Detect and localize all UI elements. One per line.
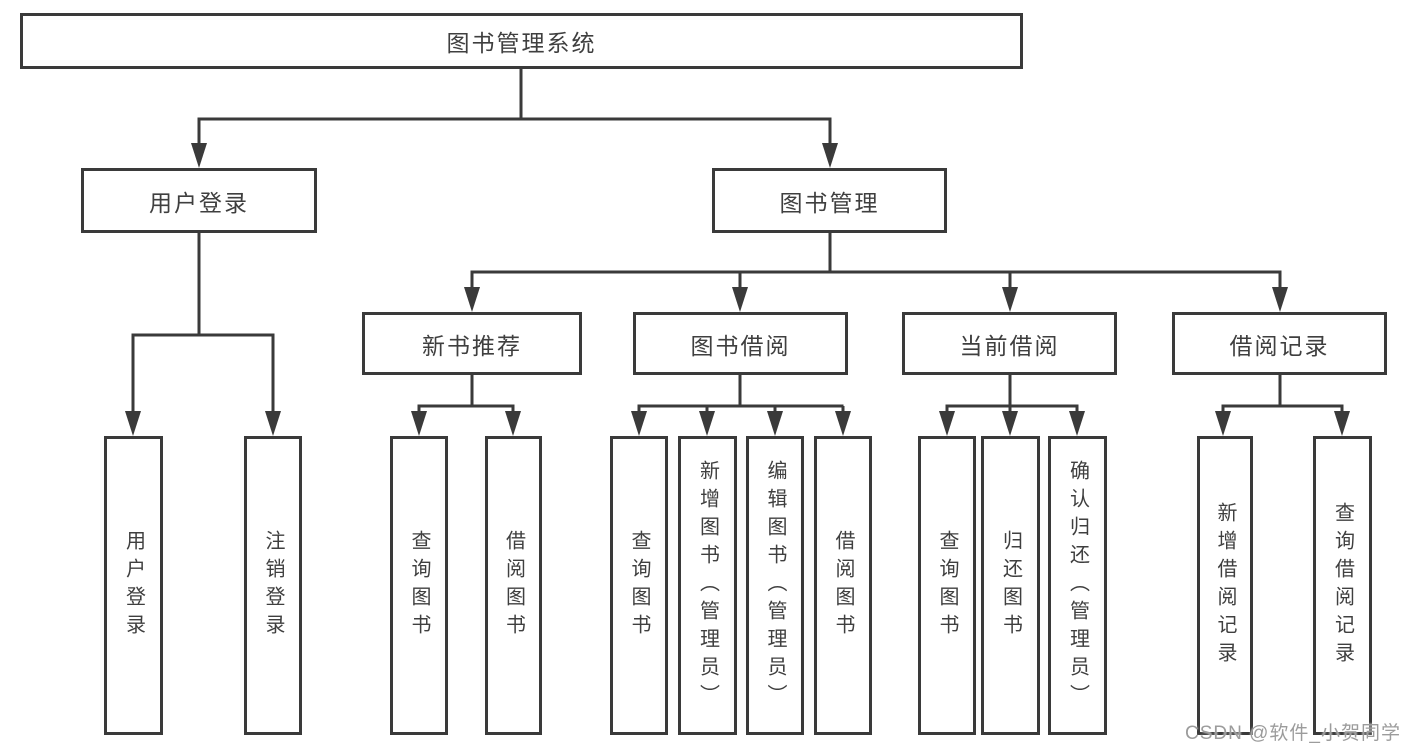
arrowhead-rec-borrow-book <box>505 411 521 436</box>
node-label: 查询图书 <box>628 529 650 642</box>
arrowhead-current-borrow <box>1002 287 1018 312</box>
arrowhead-cb-confirm-return <box>1069 411 1085 436</box>
node-label: 归还图书 <box>999 529 1022 642</box>
node-label: 新增图书（管理员） <box>696 459 719 712</box>
node-label: 当前借阅 <box>959 332 1060 359</box>
node-borrowing-records: 借阅记录 <box>1172 312 1387 375</box>
arrowhead-cb-query-book <box>939 411 955 436</box>
node-label: 用户登录 <box>149 189 249 216</box>
node-label: 图书管理 <box>779 189 880 216</box>
node-label: 借阅图书 <box>502 529 525 642</box>
node-cb-query-book: 查询图书 <box>918 436 976 735</box>
node-rec-borrow-book: 借阅图书 <box>485 436 542 735</box>
node-cb-confirm-return-admin: 确认归还（管理员） <box>1048 436 1107 735</box>
node-label: 借阅图书 <box>832 529 854 642</box>
node-label: 注销登录 <box>262 529 284 642</box>
node-rec-query-book: 查询图书 <box>390 436 448 735</box>
node-label: 新书推荐 <box>422 332 522 359</box>
arrowhead-leaf-user-login <box>125 411 141 436</box>
arrowhead-bb-edit-book <box>767 411 783 436</box>
arrowhead-rec-query-book <box>411 411 427 436</box>
node-label: 图书管理系统 <box>446 30 597 56</box>
node-label: 查询图书 <box>408 529 430 642</box>
arrowhead-cb-return-book <box>1002 411 1018 436</box>
arrowhead-bb-borrow-book <box>835 411 851 436</box>
arrowhead-new-book-rec <box>464 287 480 312</box>
node-new-book-recommend: 新书推荐 <box>362 312 582 375</box>
node-bb-edit-book-admin: 编辑图书（管理员） <box>746 436 804 735</box>
arrowhead-borrow-record <box>1272 287 1288 312</box>
node-label: 用户登录 <box>122 529 145 642</box>
arrowhead-bb-query-book <box>631 411 647 436</box>
node-label: 新增借阅记录 <box>1214 501 1236 670</box>
node-br-query-record: 查询借阅记录 <box>1313 436 1372 735</box>
node-label: 图书借阅 <box>690 332 791 359</box>
node-library-management-system: 图书管理系统 <box>20 13 1023 69</box>
node-book-management: 图书管理 <box>712 168 947 233</box>
node-cb-return-book: 归还图书 <box>981 436 1040 735</box>
node-label: 查询借阅记录 <box>1331 501 1354 670</box>
node-book-borrowing: 图书借阅 <box>633 312 848 375</box>
node-br-add-record: 新增借阅记录 <box>1197 436 1253 735</box>
csdn-watermark: CSDN @软件_小贺同学 <box>1185 723 1401 744</box>
arrowhead-br-query-record <box>1334 411 1350 436</box>
node-label: 借阅记录 <box>1229 332 1330 359</box>
node-label: 编辑图书（管理员） <box>764 459 786 712</box>
arrowhead-leaf-logout <box>265 411 281 436</box>
node-bb-query-book: 查询图书 <box>610 436 668 735</box>
node-user-login: 用户登录 <box>81 168 317 233</box>
arrowhead-book-borrow <box>732 287 748 312</box>
node-leaf-logout: 注销登录 <box>244 436 302 735</box>
node-label: 查询图书 <box>936 529 958 642</box>
node-bb-add-book-admin: 新增图书（管理员） <box>678 436 737 735</box>
node-current-borrowing: 当前借阅 <box>902 312 1117 375</box>
arrowhead-user-login <box>191 143 207 168</box>
node-leaf-user-login: 用户登录 <box>104 436 163 735</box>
arrowhead-br-add-record <box>1215 411 1231 436</box>
arrowhead-book-mgmt <box>822 143 838 168</box>
node-label: 确认归还（管理员） <box>1066 459 1089 712</box>
arrowhead-bb-add-book <box>699 411 715 436</box>
node-bb-borrow-book: 借阅图书 <box>814 436 872 735</box>
